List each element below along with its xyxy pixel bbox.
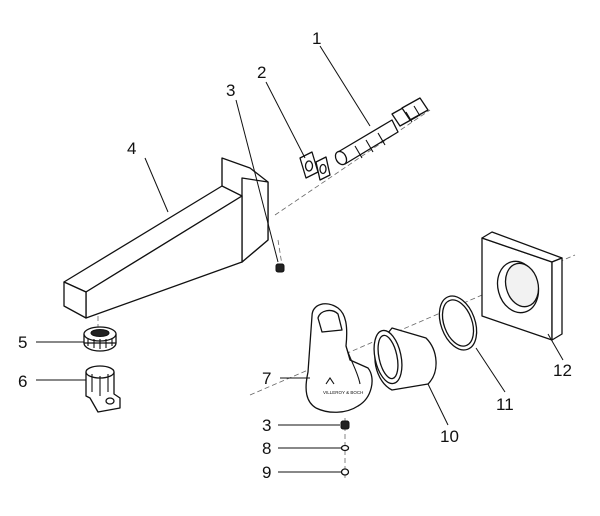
label-part-12: 12 bbox=[553, 361, 572, 380]
part-9-screw bbox=[340, 468, 350, 476]
label-part-3-top: 3 bbox=[226, 81, 235, 100]
part-4-spout bbox=[63, 157, 269, 319]
label-part-8: 8 bbox=[262, 439, 271, 458]
leader-lines bbox=[36, 45, 564, 473]
part-1-cartridge bbox=[334, 97, 429, 166]
label-part-9: 9 bbox=[262, 463, 271, 482]
part-10-sleeve bbox=[373, 327, 437, 391]
part-7-lever-handle: VILLEROY & BOCH bbox=[305, 303, 373, 413]
part-5-aerator bbox=[83, 326, 117, 352]
part-3-screw-top bbox=[275, 263, 285, 273]
part-8-washer bbox=[340, 444, 350, 452]
label-part-7: 7 bbox=[262, 369, 271, 388]
part-2-washers bbox=[299, 151, 331, 181]
label-part-1: 1 bbox=[312, 29, 321, 48]
label-part-5: 5 bbox=[18, 333, 27, 352]
label-part-4: 4 bbox=[127, 139, 136, 158]
part-3-screw-bottom bbox=[340, 420, 350, 430]
label-part-6: 6 bbox=[18, 372, 27, 391]
label-part-10: 10 bbox=[440, 427, 459, 446]
part-12-rosette bbox=[481, 231, 563, 341]
part-11-o-ring bbox=[438, 295, 478, 351]
label-part-11: 11 bbox=[496, 395, 514, 414]
label-part-2: 2 bbox=[257, 63, 266, 82]
label-part-3-bottom: 3 bbox=[262, 416, 271, 435]
part-6-aerator-key bbox=[85, 365, 121, 413]
part-labels: 1 2 3 4 5 6 7 3 8 9 10 11 12 bbox=[18, 29, 572, 482]
handle-logo: VILLEROY & BOCH bbox=[323, 390, 363, 395]
